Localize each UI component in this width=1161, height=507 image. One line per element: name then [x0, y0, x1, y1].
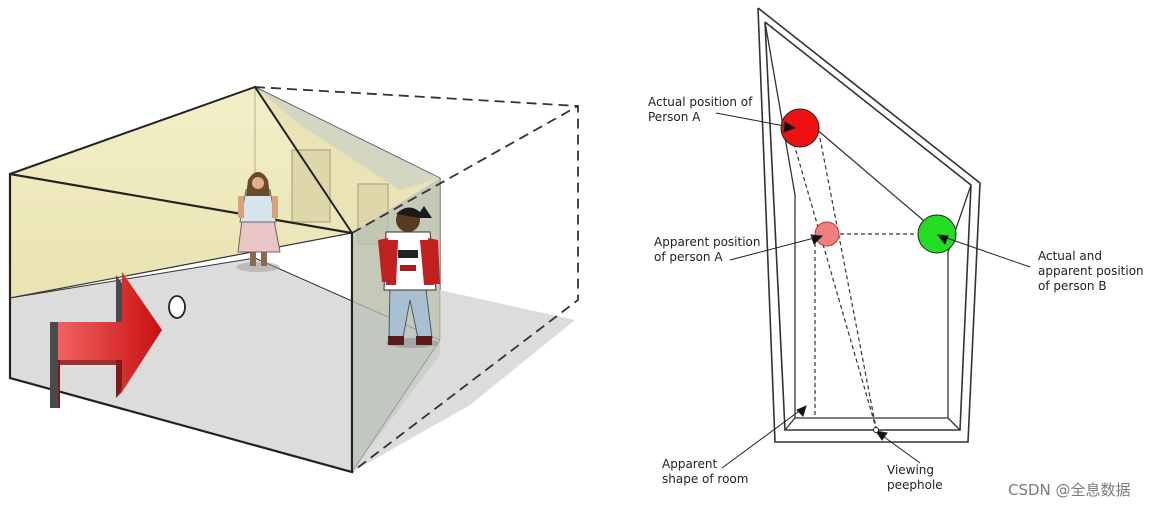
floor-line-2	[948, 418, 960, 430]
label-actual-b: Actual and apparent position of person B	[1038, 249, 1147, 293]
pointer-shape-head	[797, 406, 806, 416]
label-actual-a: Actual position of Person A	[648, 95, 756, 124]
sightline-a2-dashed	[820, 138, 876, 428]
diagram-labels: Actual position of Person A Apparent pos…	[648, 95, 1147, 499]
label-apparent-shape: Apparent shape of room	[662, 457, 748, 486]
label-apparent-a: Apparent position of person A	[654, 235, 764, 264]
pointer-shape	[722, 406, 806, 468]
wall-window-1	[292, 150, 330, 222]
peephole-dot	[874, 428, 879, 433]
sightline-a-dashed	[790, 130, 876, 428]
label-peephole: Viewing peephole	[887, 463, 943, 492]
watermark-text: CSDN @全息数据	[1008, 481, 1131, 499]
ames-room-illustration	[10, 87, 578, 472]
pointer-actual-b	[938, 235, 1030, 267]
person-b-marker	[918, 215, 956, 253]
person-a-apparent-marker	[815, 222, 839, 246]
peephole-circle	[169, 296, 185, 318]
